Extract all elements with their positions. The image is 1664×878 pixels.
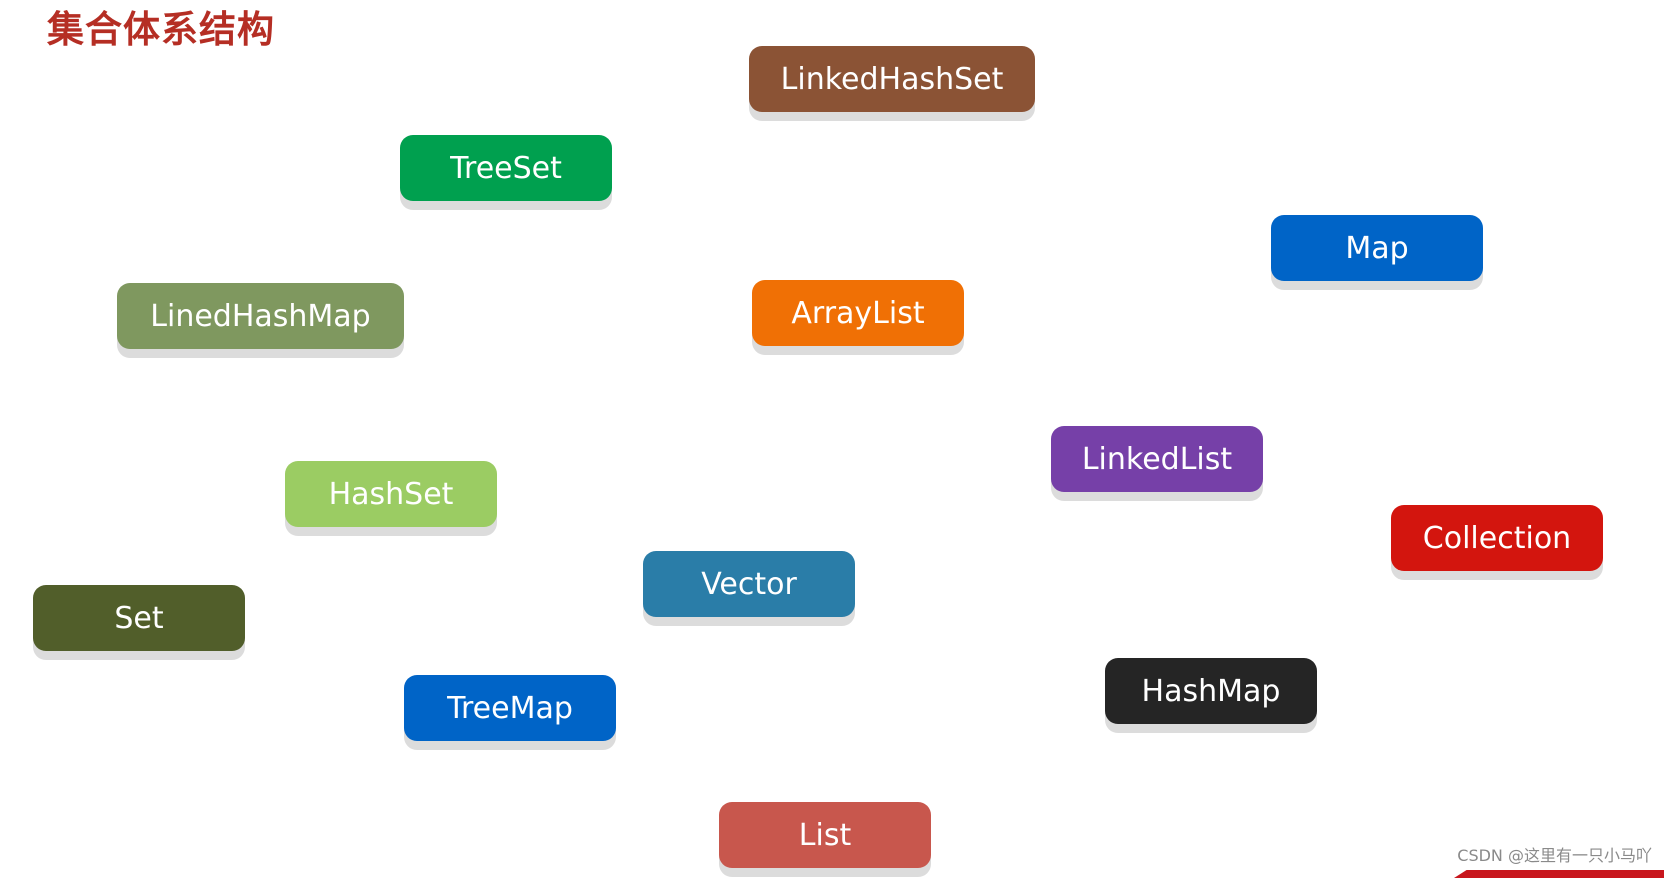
node-set: Set — [33, 585, 245, 651]
node-collection: Collection — [1391, 505, 1603, 571]
node-linkedlist: LinkedList — [1051, 426, 1263, 492]
corner-decoration — [1454, 870, 1664, 878]
node-hashset: HashSet — [285, 461, 497, 527]
node-map: Map — [1271, 215, 1483, 281]
node-treeset: TreeSet — [400, 135, 612, 201]
csdn-watermark: CSDN @这里有一只小马吖 — [1457, 846, 1652, 865]
node-linkedhashset: LinkedHashSet — [749, 46, 1035, 112]
node-arraylist: ArrayList — [752, 280, 964, 346]
page-title: 集合体系结构 — [47, 8, 275, 51]
node-vector: Vector — [643, 551, 855, 617]
node-list: List — [719, 802, 931, 868]
node-hashmap: HashMap — [1105, 658, 1317, 724]
node-linedhashmap: LinedHashMap — [117, 283, 404, 349]
node-treemap: TreeMap — [404, 675, 616, 741]
